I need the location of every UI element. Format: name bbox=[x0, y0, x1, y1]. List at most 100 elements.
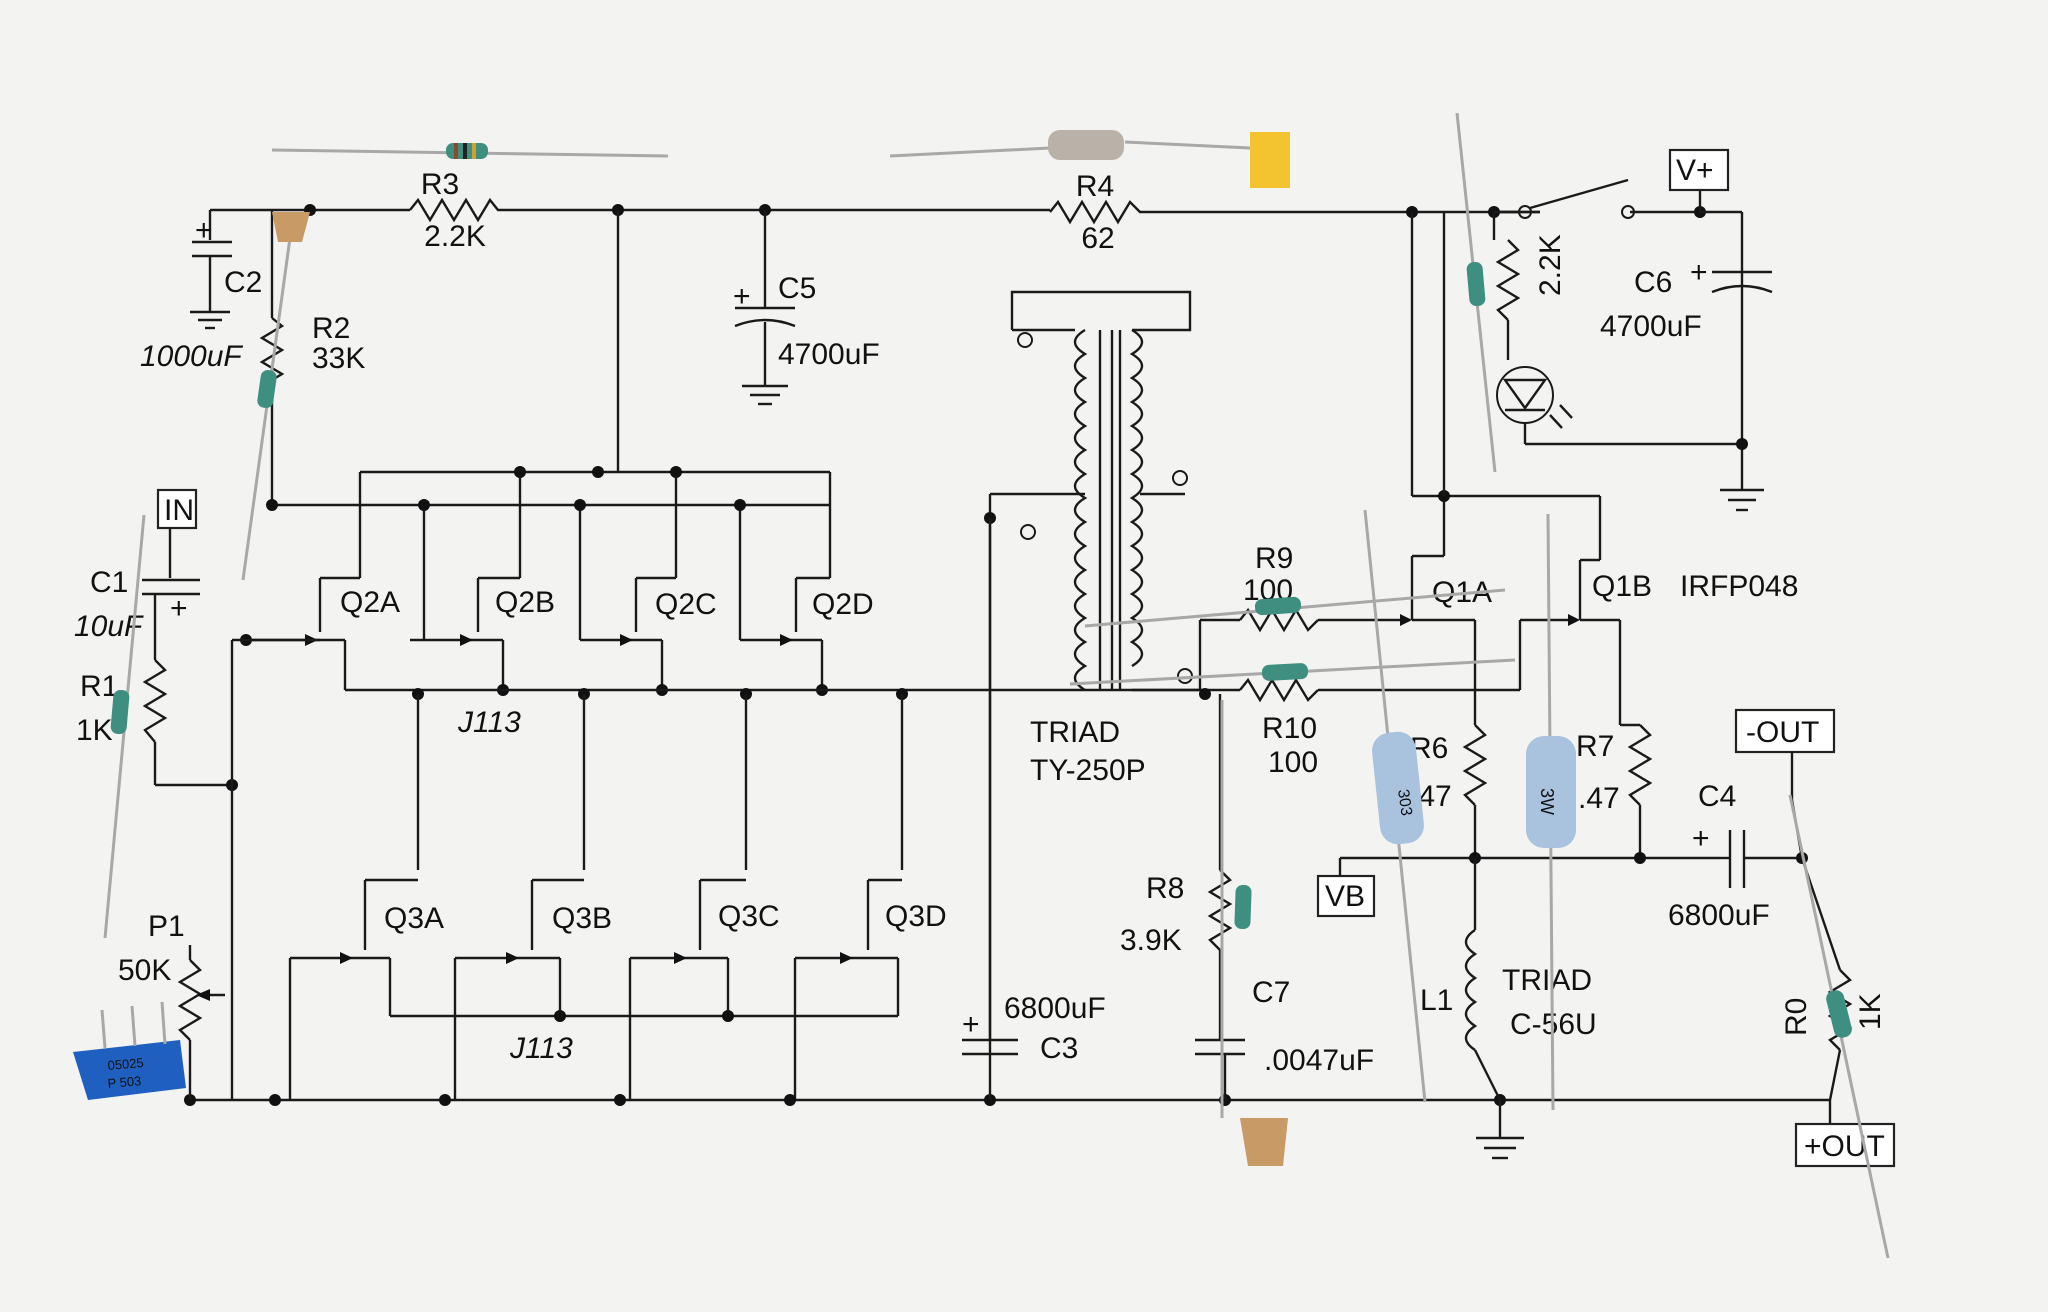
v-plus-label: V+ bbox=[1676, 154, 1714, 187]
q1b-label: Q1B bbox=[1592, 570, 1652, 603]
r9-symbol: R9 100 bbox=[1200, 542, 1410, 633]
c3-value: 6800uF bbox=[1004, 992, 1106, 1025]
r8-value: 3.9K bbox=[1120, 924, 1182, 957]
r3-label: R3 bbox=[421, 168, 459, 201]
r9-label: R9 bbox=[1255, 542, 1293, 575]
q3d-label: Q3D bbox=[885, 900, 947, 933]
j113-bottom-label: J113 bbox=[509, 1032, 573, 1065]
q3c-jfet: Q3C bbox=[630, 878, 780, 1016]
c2-plus: + bbox=[195, 214, 213, 247]
l1-brand: TRIAD bbox=[1502, 964, 1592, 997]
c7-label: C7 bbox=[1252, 976, 1290, 1009]
r10-label: R10 bbox=[1262, 712, 1317, 745]
c6-label: C6 bbox=[1634, 266, 1672, 299]
p1-label: P1 bbox=[148, 910, 185, 943]
vb-box bbox=[1316, 874, 1376, 918]
q2d-jfet: Q2D bbox=[740, 576, 874, 690]
r3-symbol: R3 2.2K bbox=[409, 168, 505, 253]
c5-plus: + bbox=[733, 280, 751, 313]
c4-symbol: + C4 6800uF bbox=[1668, 780, 1802, 932]
in-label: IN bbox=[164, 494, 194, 527]
c1-label: C1 bbox=[90, 566, 128, 599]
q2b-jfet: Q2B bbox=[410, 576, 555, 690]
physical-r9 bbox=[1084, 588, 1506, 628]
c3-symbol: + 6800uF C3 bbox=[962, 518, 1106, 1065]
r10-value: 100 bbox=[1268, 746, 1318, 779]
c5-symbol: + C5 4700uF bbox=[733, 210, 880, 406]
vb-label: VB bbox=[1325, 880, 1365, 913]
q3d-jfet: Q3D bbox=[795, 878, 947, 1016]
c3-label: C3 bbox=[1040, 1032, 1078, 1065]
q3a-jfet: Q3A bbox=[290, 878, 444, 1016]
p1-symbol: P1 50K bbox=[118, 910, 225, 1100]
r7-label: R7 bbox=[1576, 730, 1614, 763]
l1-label: L1 bbox=[1420, 984, 1453, 1017]
q2a-label: Q2A bbox=[340, 586, 400, 619]
r1-label: R1 bbox=[80, 670, 118, 703]
r5-value: 2.2K bbox=[1534, 234, 1567, 296]
q2b-label: Q2B bbox=[495, 586, 555, 619]
r4-value: 62 bbox=[1081, 222, 1114, 255]
r7-symbol: R7 .47 bbox=[1576, 723, 1653, 858]
r10-symbol: R10 100 bbox=[1200, 677, 1520, 779]
physical-r6: 303 bbox=[1363, 509, 1427, 1103]
physical-r4-wirewound bbox=[889, 130, 1290, 188]
physical-r3 bbox=[271, 143, 669, 159]
r7-body-print: 3W bbox=[1537, 788, 1557, 815]
q3b-jfet: Q3B bbox=[455, 878, 612, 1016]
mosfet-q1b: Q1B IRFP048 bbox=[1518, 496, 1798, 725]
r4-label: R4 bbox=[1076, 170, 1114, 203]
c2-symbol: + C2 1000uF bbox=[140, 210, 262, 373]
q3-drain-wires bbox=[416, 694, 904, 870]
r2-value: 33K bbox=[312, 342, 365, 375]
physical-trimmer-p1: 05025 P 503 bbox=[73, 1001, 186, 1100]
j113-top-label: J113 bbox=[457, 706, 521, 739]
c6-value: 4700uF bbox=[1600, 310, 1702, 343]
trimmer-print-bottom: P 503 bbox=[107, 1073, 142, 1091]
c2-value: 1000uF bbox=[140, 340, 243, 373]
q2c-jfet: Q2C bbox=[580, 576, 717, 690]
output-terminals: -OUT +OUT bbox=[1734, 708, 1896, 1168]
plus-out-label: +OUT bbox=[1804, 1130, 1885, 1163]
q2c-label: Q2C bbox=[655, 588, 717, 621]
q3-gate-wires bbox=[288, 958, 797, 1100]
r2-label: R2 bbox=[312, 312, 350, 345]
transformer-model: TY-250P bbox=[1030, 754, 1146, 787]
r8-c7-network: R8 3.9K C7 .0047uF bbox=[1120, 694, 1374, 1100]
minus-out-label: -OUT bbox=[1746, 716, 1819, 749]
physical-r0 bbox=[1788, 794, 1890, 1259]
r7-value: .47 bbox=[1578, 782, 1620, 815]
c4-plus: + bbox=[1692, 822, 1710, 855]
r0-value: 1K bbox=[1854, 993, 1887, 1030]
input-section: IN + C1 10uF R1 1K bbox=[74, 488, 232, 787]
c5-value: 4700uF bbox=[778, 338, 880, 371]
c7-value: .0047uF bbox=[1264, 1044, 1374, 1077]
c6-plus: + bbox=[1690, 256, 1708, 289]
supply-section: V+ 2.2K + C6 4700uF bbox=[1442, 148, 1773, 512]
r0-symbol: R0 1K bbox=[1780, 969, 1887, 1101]
c2-label: C2 bbox=[224, 266, 262, 299]
c4-value: 6800uF bbox=[1668, 899, 1770, 932]
p1-value: 50K bbox=[118, 954, 171, 987]
physical-r5 bbox=[1455, 112, 1497, 473]
physical-r7: 3W bbox=[1526, 513, 1576, 1111]
physical-r2 bbox=[241, 212, 310, 581]
mosfet-model: IRFP048 bbox=[1680, 570, 1798, 603]
r3-value: 2.2K bbox=[424, 220, 486, 253]
q2a-jfet: Q2A bbox=[246, 576, 400, 690]
c4-label: C4 bbox=[1698, 780, 1736, 813]
q3b-label: Q3B bbox=[552, 902, 612, 935]
triad-label: TRIAD bbox=[1030, 716, 1120, 749]
q3c-label: Q3C bbox=[718, 900, 780, 933]
physical-c1 bbox=[103, 514, 146, 939]
ground-symbol-l1 bbox=[1476, 1100, 1524, 1160]
c1-plus: + bbox=[170, 592, 188, 625]
r8-label: R8 bbox=[1146, 872, 1184, 905]
physical-r10 bbox=[1069, 658, 1516, 686]
r0-label: R0 bbox=[1780, 998, 1813, 1036]
physical-c7 bbox=[1220, 700, 1288, 1166]
r6-body-print: 303 bbox=[1394, 788, 1415, 817]
